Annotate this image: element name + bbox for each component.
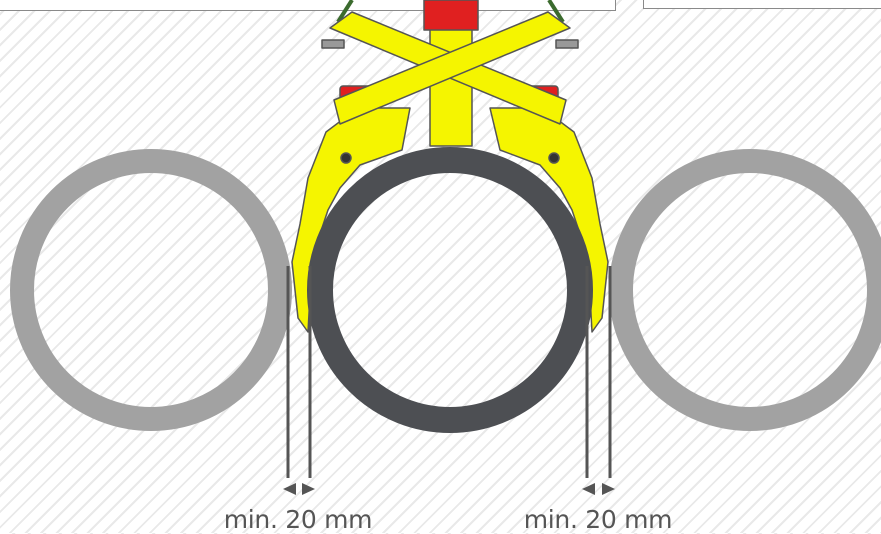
dimension-label-left: min. 20 mm <box>223 505 373 534</box>
dimension-right <box>585 266 612 478</box>
dimension-left <box>286 266 312 478</box>
adjacent-pipe-left <box>10 149 292 431</box>
pipe-gripper-icon <box>291 0 609 333</box>
adjacent-pipe-right <box>609 149 881 431</box>
dimension-arrow-icon <box>283 483 315 495</box>
dimension-label-right: min. 20 mm <box>523 505 673 534</box>
lifted-pipe <box>307 147 593 433</box>
top-frame-right <box>643 0 881 9</box>
top-frame-left <box>0 0 616 11</box>
dimension-arrow-icon <box>582 483 615 495</box>
